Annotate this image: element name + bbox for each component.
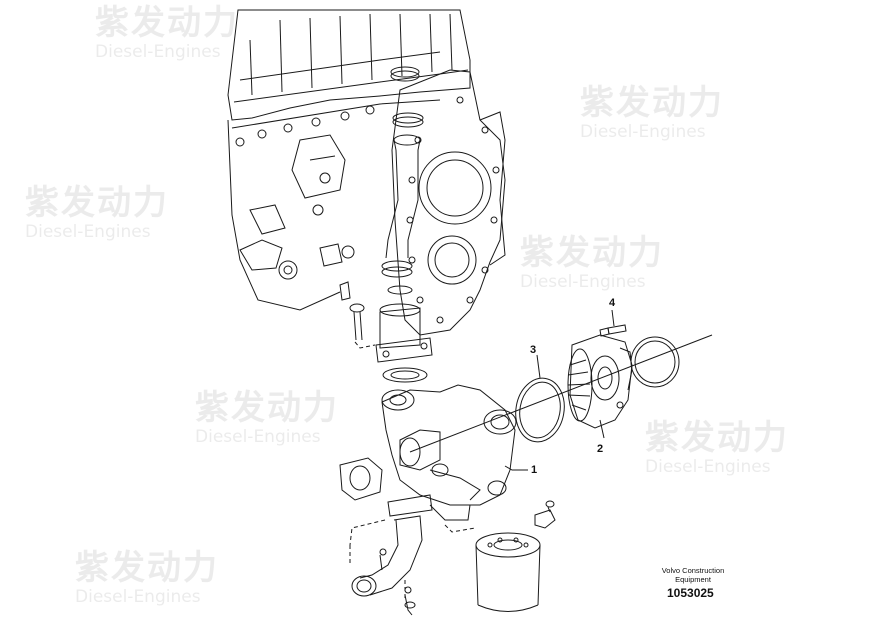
reference-number: 1053025: [667, 586, 714, 600]
timing-cover: [391, 69, 506, 336]
credit-line-2: Equipment: [675, 575, 711, 584]
thermostat-housing: [339, 281, 433, 383]
callout-leaders: [504, 309, 615, 471]
callout-3: 3: [530, 344, 537, 356]
axis-line: [409, 334, 713, 453]
coolant-pipe-upper: [381, 66, 424, 295]
oil-filter: [475, 532, 541, 612]
coolant-pipe-lower: [351, 494, 433, 616]
callout-4: 4: [609, 297, 616, 309]
pump-gasket: [630, 336, 680, 388]
fastener-leaders: [349, 519, 476, 600]
callout-2: 2: [597, 443, 604, 455]
water-pump-housing: [381, 384, 517, 521]
o-ring-seal: [515, 377, 565, 443]
mounting-bolt: [599, 324, 627, 337]
credit-text: Volvo Construction Equipment: [656, 566, 730, 584]
elbow-fitting: [534, 500, 556, 529]
water-pump-impeller: [567, 334, 633, 429]
credit-line-1: Volvo Construction: [661, 566, 725, 575]
flange-gasket: [339, 457, 383, 501]
callout-1: 1: [531, 464, 538, 476]
engine-block: [227, 9, 471, 311]
